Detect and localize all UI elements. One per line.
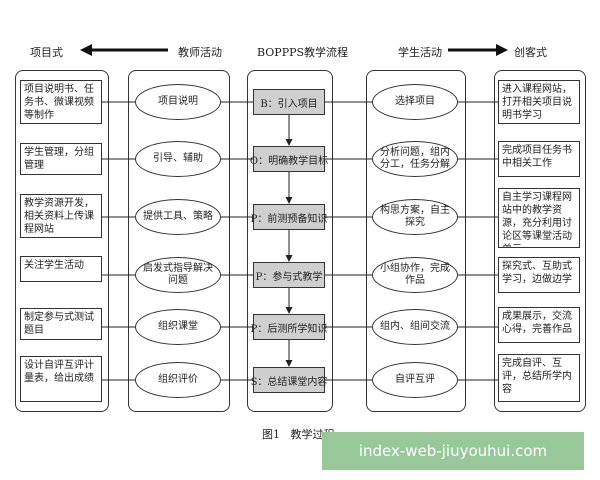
creative-item-1: 进入课程网站，打开相关项目说明书学习	[498, 80, 580, 124]
project-item-2: 学生管理，分组管理	[20, 143, 102, 175]
teacher-item-6: 组织评价	[135, 362, 221, 398]
project-panel	[15, 70, 109, 412]
creative-item-4: 探究式、互助式学习，边做边学	[498, 257, 580, 293]
header-boppps: BOPPPS教学流程	[257, 46, 349, 59]
project-item-3: 教学资源开发，相关资料上传课程网站	[20, 194, 102, 238]
creative-item-6: 完成自评、互评，总结所学内容	[498, 354, 580, 402]
teacher-item-3: 提供工具、策略	[135, 199, 221, 235]
creative-item-2: 完成项目任务书中相关工作	[498, 141, 580, 177]
header-arrow-right	[448, 44, 508, 56]
creative-panel	[494, 70, 586, 412]
student-item-3: 构思方案，自主探究	[372, 199, 458, 235]
teacher-item-5: 组织课堂	[135, 309, 221, 345]
student-item-5: 组内、组间交流	[372, 309, 458, 345]
header-student: 学生活动	[398, 46, 442, 59]
student-item-1: 选择项目	[372, 84, 458, 120]
boppps-panel	[247, 70, 333, 412]
teacher-item-2: 引导、辅助	[135, 141, 221, 177]
project-item-4: 关注学生活动	[20, 256, 102, 282]
header-teacher: 教师活动	[178, 46, 222, 59]
project-item-1: 项目说明书、任务书、微课视频等制作	[20, 80, 102, 124]
header-arrow-left	[80, 44, 168, 56]
stage-p-pretest: P：前测预备知识	[251, 204, 327, 230]
teacher-item-4: 启发式指导解决问题	[135, 257, 221, 293]
stage-p-posttest: P：后测所学知识	[251, 314, 327, 340]
stage-b: B：引入项目	[253, 89, 325, 115]
student-item-4: 小组协作，完成作品	[372, 257, 458, 293]
watermark: index-web-jiuyouhui.com	[322, 432, 584, 470]
project-item-6: 设计自评互评计量表，给出成绩	[20, 356, 102, 402]
student-item-2: 分析问题，组内分工，任务分解	[372, 141, 458, 177]
teacher-panel	[128, 70, 230, 412]
header-project: 项目式	[30, 46, 63, 59]
project-item-5: 制定参与式测试题目	[20, 308, 102, 340]
stage-o: O：明确教学目标	[250, 146, 328, 172]
figure-label: 图1	[262, 428, 280, 441]
student-item-6: 自评互评	[372, 362, 458, 398]
header-creative: 创客式	[514, 46, 547, 59]
teacher-item-1: 项目说明	[135, 84, 221, 120]
student-panel	[366, 70, 466, 412]
stage-p-participatory: P：参与式教学	[253, 262, 325, 288]
creative-item-5: 成果展示，交流心得，完善作品	[498, 307, 580, 343]
creative-item-3: 自主学习课程网站中的教学资源，充分利用讨论区等课堂活动单元	[498, 188, 580, 248]
stage-s: S：总结课堂内容	[251, 367, 327, 393]
